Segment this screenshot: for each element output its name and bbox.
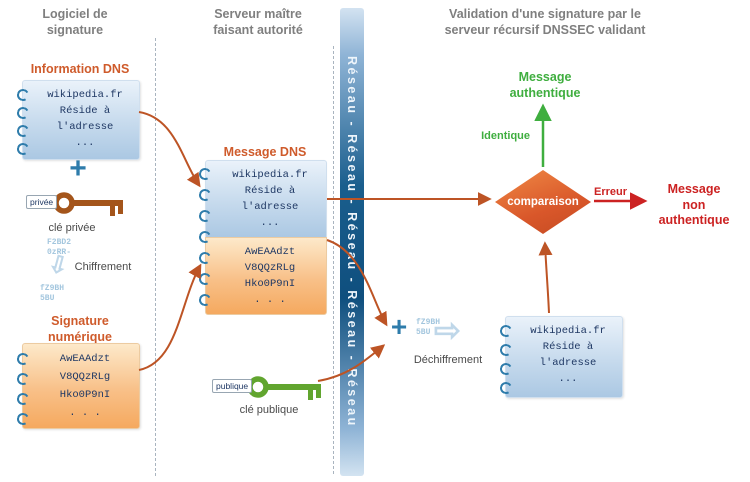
decrypt-arrow-icon: ⇨ <box>434 312 461 348</box>
not-authentic-message-label: Message non authentique <box>658 182 730 228</box>
erreur-label: Erreur <box>594 186 628 198</box>
private-key-icon <box>53 192 123 216</box>
private-key-group: privée <box>26 188 138 220</box>
cipher-text-top: F2BD2 0zRR- <box>47 238 72 257</box>
encrypt-label: Chiffrement <box>74 261 132 273</box>
signature-label: Signature numérique <box>48 314 112 344</box>
arrow-signature-to-message <box>138 263 202 371</box>
public-key-icon <box>247 376 321 400</box>
public-key-caption: clé publique <box>239 404 299 416</box>
arrow-dnsinfo-to-message <box>138 111 201 188</box>
decipher-text: fZ9BH 5BU <box>416 318 441 337</box>
dns-record-text: wikipedia.fr Réside à l'adresse ... <box>47 89 123 149</box>
column-header-signing-software: Logiciel de signature <box>42 7 108 38</box>
decrypted-record-card: wikipedia.fr Réside à l'adresse ... <box>498 316 623 398</box>
decrypted-record-text: wikipedia.fr Réside à l'adresse ... <box>530 325 606 385</box>
dns-info-label: Information DNS <box>30 62 130 76</box>
signature-card: AwEAAdzt V8QQzRLg Hko0P9nI . . . <box>15 343 140 429</box>
dns-record-card: wikipedia.fr Réside à l'adresse ... <box>15 80 140 160</box>
message-dns-record-section: wikipedia.fr Réside à l'adresse ... <box>205 160 327 237</box>
message-dns-signature-text: AwEAAdzt V8QQzRLg Hko0P9nI . . . <box>244 246 296 306</box>
comparison-diamond: comparaison <box>495 170 591 234</box>
authentic-message-label: Message authentique <box>509 70 581 100</box>
message-dns-signature-section: AwEAAdzt V8QQzRLg Hko0P9nI . . . <box>205 237 327 315</box>
private-key-caption: clé privée <box>48 222 96 234</box>
message-dns-label: Message DNS <box>223 145 307 159</box>
signature-text: AwEAAdzt V8QQzRLg Hko0P9nI . . . <box>59 353 111 419</box>
column-divider <box>155 38 156 476</box>
decrypt-label: Déchiffrement <box>413 354 483 366</box>
network-label: Réseau - Réseau - Réseau - Réseau - Rése… <box>345 56 359 428</box>
comparison-label: comparaison <box>507 196 579 208</box>
public-key-group: publique <box>212 372 336 404</box>
message-dns-card: wikipedia.fr Réside à l'adresse ... AwEA… <box>197 160 327 315</box>
column-divider <box>333 46 334 474</box>
public-key-tag: publique <box>212 379 253 393</box>
message-dns-record-text: wikipedia.fr Réside à l'adresse ... <box>232 169 308 229</box>
plus-icon: + <box>69 152 87 185</box>
cipher-text-bottom: fZ9BH 5BU <box>40 284 65 303</box>
column-header-validation: Validation d'une signature par le serveu… <box>444 7 646 38</box>
decrypt-plus-icon: + <box>390 311 408 342</box>
arrow-decrypted-to-comparison <box>538 241 553 314</box>
network-bar: Réseau - Réseau - Réseau - Réseau - Rése… <box>340 8 364 476</box>
identique-label: Identique <box>481 130 530 142</box>
private-key-tag: privée <box>26 195 58 209</box>
column-header-master-server: Serveur maître faisant autorité <box>213 7 303 38</box>
